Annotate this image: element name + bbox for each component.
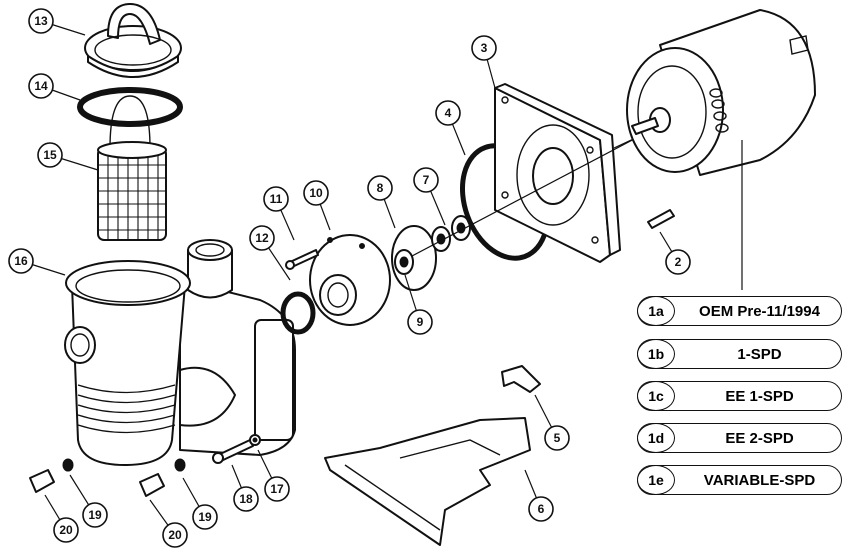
diffuser-part [309, 234, 391, 326]
callout-circle [528, 496, 554, 522]
callout-circle [162, 522, 188, 548]
callout-number: 4 [445, 106, 452, 120]
legend-code: 1a [637, 296, 675, 326]
strainer-basket-part [97, 95, 167, 241]
lid-o-ring-part [77, 87, 183, 127]
callout-circle [367, 175, 393, 201]
callout-circle [665, 249, 691, 275]
callout-number: 8 [377, 181, 384, 195]
callouts: 13 14 15 16 12 11 10 8 9 7 4 3 2 5 6 17 18 19 19 20 20 [8, 8, 691, 548]
callout-circle [471, 35, 497, 61]
callout-circle [544, 425, 570, 451]
callout-circle [53, 517, 79, 543]
callout-number: 6 [538, 502, 545, 516]
callout-number: 13 [34, 14, 48, 28]
diffuser-screw-part [285, 249, 319, 270]
drain-plug-part [29, 469, 165, 497]
legend-code: 1e [637, 465, 675, 495]
callout-circle [413, 167, 439, 193]
callout-number: 19 [88, 508, 102, 522]
legend-item-1a: 1a OEM Pre-11/1994 [637, 296, 842, 326]
pump-housing-part [64, 239, 296, 466]
legend-code: 1d [637, 423, 675, 453]
legend-item-1c: 1c EE 1-SPD [637, 381, 842, 411]
legend-code: 1c [637, 381, 675, 411]
callout-circle [264, 476, 290, 502]
legend-label: 1-SPD [737, 346, 782, 363]
diffuser-o-ring-part [280, 291, 316, 335]
housing-bolt-part [212, 439, 254, 464]
callout-number: 17 [270, 482, 284, 496]
impeller-part [391, 225, 437, 291]
callout-circle [233, 486, 259, 512]
callout-number: 14 [34, 79, 48, 93]
base-part [324, 417, 531, 546]
callout-circle [28, 8, 54, 34]
shaft-seal-part [431, 215, 471, 252]
callout-number: 18 [239, 492, 253, 506]
seal-plate-part [494, 83, 621, 263]
callout-number: 2 [675, 255, 682, 269]
callout-circle [8, 248, 34, 274]
callout-number: 20 [168, 528, 182, 542]
legend-label: EE 1-SPD [725, 388, 794, 405]
callout-number: 5 [554, 431, 561, 445]
drain-o-ring-part [62, 458, 186, 472]
bolt-washer-part [249, 434, 261, 446]
callout-number: 7 [423, 173, 430, 187]
callout-number: 3 [481, 41, 488, 55]
callout-circle [249, 225, 275, 251]
legend-item-1d: 1d EE 2-SPD [637, 423, 842, 453]
legend-item-1e: 1e VARIABLE-SPD [637, 465, 842, 495]
callout-number: 11 [270, 192, 283, 206]
legend-label: VARIABLE-SPD [703, 472, 816, 489]
legend-code: 1b [637, 339, 675, 369]
callout-circle [192, 504, 218, 530]
callout-circle [303, 180, 329, 206]
callout-circle [263, 186, 289, 212]
legend-label: OEM Pre-11/1994 [699, 303, 820, 320]
callout-number: 9 [417, 315, 424, 329]
legend-item-1b: 1b 1-SPD [637, 339, 842, 369]
callout-circle [407, 309, 433, 335]
callout-number: 20 [59, 523, 73, 537]
callout-number: 16 [14, 254, 28, 268]
motor-part [626, 9, 816, 290]
callout-circle [37, 142, 63, 168]
callout-number: 10 [309, 186, 323, 200]
motor-bolt-part [647, 209, 675, 229]
legend-label: EE 2-SPD [725, 430, 794, 447]
motor-support-part [501, 365, 541, 393]
callout-number: 19 [198, 510, 212, 524]
callout-circle [28, 73, 54, 99]
callout-circle [82, 502, 108, 528]
strainer-lid-part [84, 3, 182, 78]
callout-circle [435, 100, 461, 126]
callout-number: 12 [255, 231, 269, 245]
callout-number: 15 [43, 148, 57, 162]
